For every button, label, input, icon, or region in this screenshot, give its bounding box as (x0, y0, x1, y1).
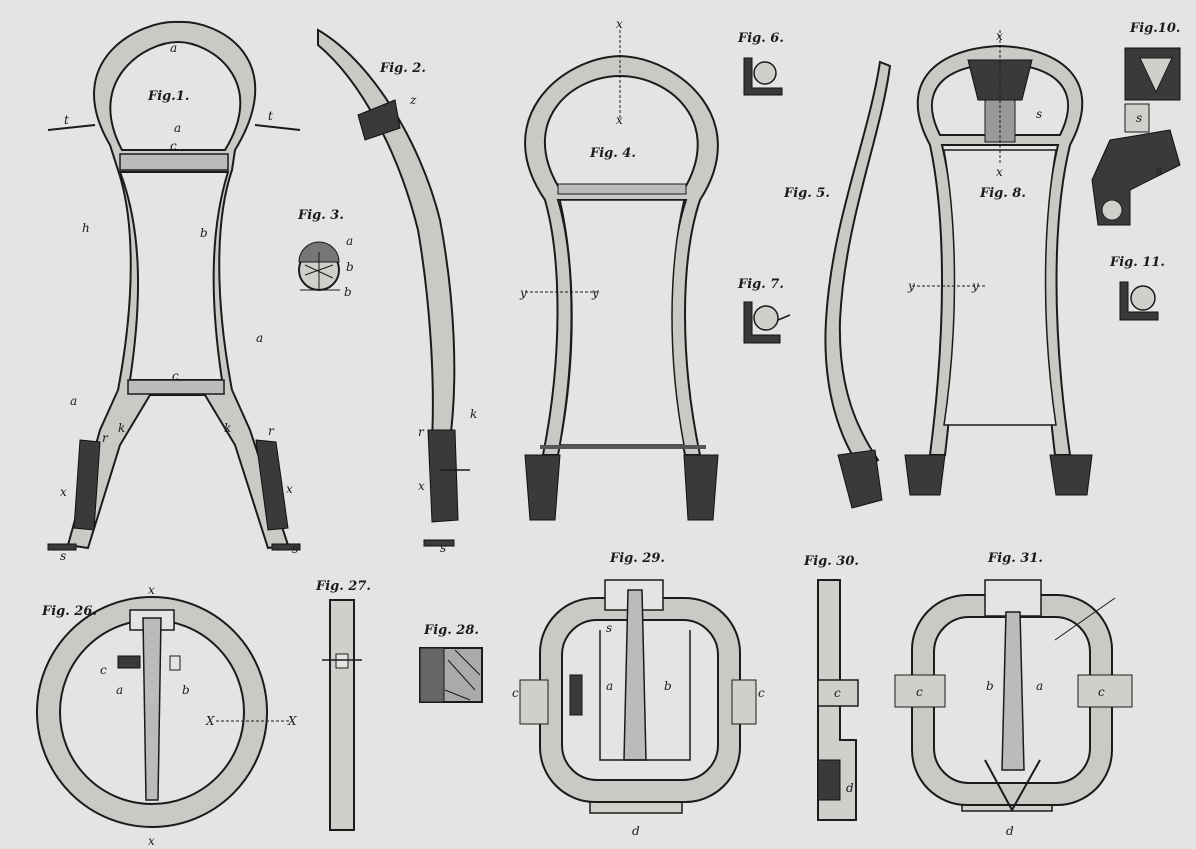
figure-29-label: Fig. 29. (609, 551, 665, 566)
figure-4-letter: y (519, 286, 527, 300)
figure-1-letter: c (172, 369, 179, 383)
figure-4-label: Fig. 4. (589, 146, 636, 161)
figure-26-letter: x (148, 834, 155, 848)
figure-5-label: Fig. 5. (783, 186, 830, 201)
figure-31-letter: d (1006, 824, 1014, 838)
figure-10-letter: s (1136, 111, 1142, 125)
figure-8-label: Fig. 8. (979, 186, 1026, 201)
figure-11-label: Fig. 11. (1109, 255, 1165, 270)
figure-26-letter: c (100, 663, 107, 677)
figure-31-letter: c (916, 685, 923, 699)
figure-7-label: Fig. 7. (737, 277, 784, 292)
figure-8-letter: s (1036, 107, 1042, 121)
figure-1-letter: h (82, 221, 90, 235)
figure-31-letter: a (1036, 679, 1043, 693)
figure-2-label: Fig. 2. (379, 61, 426, 76)
figure-26-letter: x (148, 583, 155, 597)
figure-31-letter: c (1098, 685, 1105, 699)
figure-27-drawing (322, 599, 362, 831)
figure-8-letter: y (971, 279, 979, 293)
figure-1-letter: c (170, 139, 177, 153)
figure-2-letter: x (418, 479, 425, 493)
figure-2-letter: s (440, 541, 446, 555)
figure-1-letter: k (224, 421, 231, 435)
figure-1-letter: a (256, 331, 263, 345)
figure-8-letter: y (907, 279, 915, 293)
figure-1-letter: a (70, 394, 77, 408)
figure-3-letter: b (346, 260, 354, 274)
figure-29-drawing (519, 579, 757, 814)
figure-28-label: Fig. 28. (423, 623, 479, 638)
figure-3-letter: b (344, 285, 352, 299)
figure-1-letter: r (268, 424, 275, 438)
figure-1-label: Fig.1. (147, 89, 189, 104)
figure-30-letter: c (834, 686, 841, 700)
figure-1-letter: x (60, 485, 67, 499)
figure-31-letter: b (986, 679, 994, 693)
figure-4-drawing (524, 30, 719, 521)
figure-1-drawing (47, 20, 301, 551)
figure-1-letter: a (174, 121, 181, 135)
figure-26-drawing (36, 596, 290, 828)
figure-26-letter: X (287, 714, 297, 728)
figure-11-drawing (1119, 281, 1159, 321)
figure-10-drawing (1091, 47, 1181, 226)
figure-3-label: Fig. 3. (297, 208, 344, 223)
figure-1-letter: a (170, 41, 177, 55)
figure-3-letter: a (346, 234, 353, 248)
figure-29-letter: s (606, 621, 612, 635)
figure-10-letter: s (1156, 163, 1162, 177)
figure-26-letter: a (116, 683, 123, 697)
figure-30-label: Fig. 30. (803, 554, 859, 569)
figure-26-label: Fig. 26. (41, 604, 97, 619)
figure-8-drawing (904, 30, 1093, 496)
figure-31-label: Fig. 31. (987, 551, 1043, 566)
figure-2-letter: z (409, 93, 417, 107)
figure-2-letter: k (470, 407, 477, 421)
figure-29-letter: c (758, 686, 765, 700)
figure-7-drawing (743, 301, 791, 344)
figure-4-letter: y (591, 286, 599, 300)
figure-1-letter: t (268, 109, 273, 123)
figure-1-letter: b (200, 226, 208, 240)
figure-8-letter: x (996, 29, 1003, 43)
figure-1-letter: s (60, 549, 66, 563)
figure-2-letter: r (418, 425, 425, 439)
figure-26-letter: X (205, 714, 215, 728)
figure-1-letter: s (292, 542, 298, 556)
figure-5-drawing (824, 60, 892, 509)
figure-29-letter: a (606, 679, 613, 693)
figure-29-letter: c (512, 686, 519, 700)
figure-29-letter: d (632, 824, 640, 838)
figure-3-drawing (298, 241, 340, 291)
figure-10-label: Fig.10. (1129, 21, 1180, 36)
figure-27-label: Fig. 27. (315, 579, 371, 594)
figure-8-letter: x (996, 165, 1003, 179)
figure-6-drawing (743, 57, 783, 96)
figure-1-letter: k (118, 421, 125, 435)
figure-4-letter: x (616, 17, 623, 31)
figure-1-letter: t (64, 113, 69, 127)
figure-1-letter: x (286, 482, 293, 496)
figure-29-letter: b (664, 679, 672, 693)
figure-1-letter: r (102, 431, 109, 445)
figure-31-drawing (894, 579, 1133, 813)
figure-30-letter: d (846, 781, 854, 795)
figure-2-drawing (317, 28, 470, 547)
figure-6-label: Fig. 6. (737, 31, 784, 46)
figure-28-drawing (419, 647, 483, 703)
figure-4-letter: x (616, 113, 623, 127)
figure-30-drawing (817, 579, 859, 821)
figure-26-letter: b (182, 683, 190, 697)
